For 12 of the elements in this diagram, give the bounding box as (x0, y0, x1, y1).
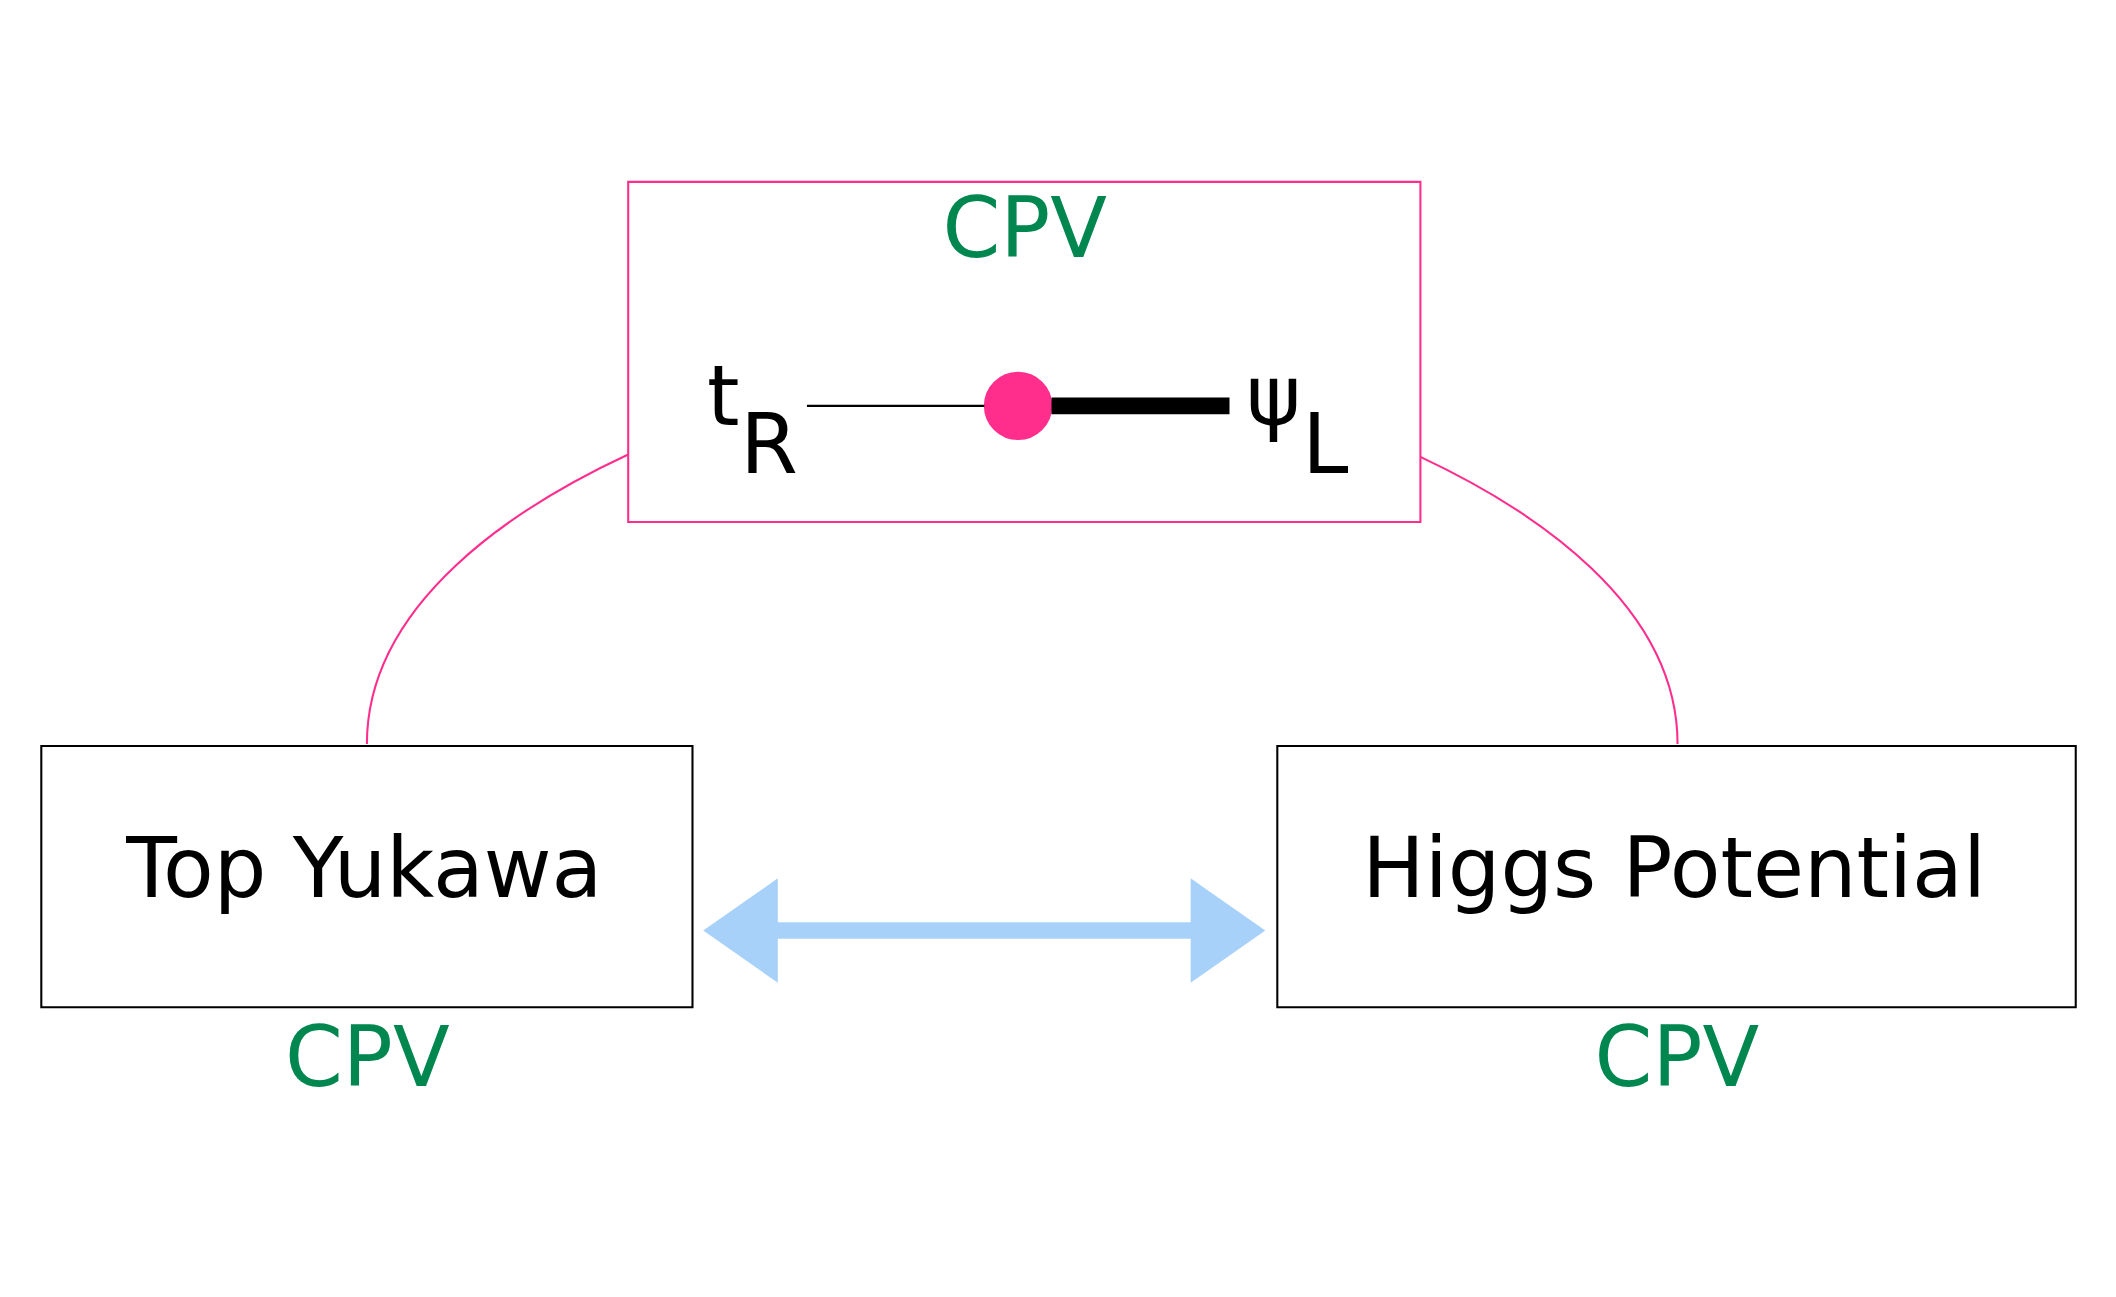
connector (1051, 397, 1230, 415)
node-label: CPV (942, 179, 1108, 277)
connector (1419, 455, 1679, 744)
arrow (703, 878, 1266, 983)
connector (806, 404, 985, 407)
node-label: CPV (1594, 1009, 1760, 1107)
node-label: CPV (284, 1009, 450, 1107)
node-box: Top Yukawa (40, 744, 694, 1009)
connector (365, 453, 629, 744)
node-box: Higgs Potential (1276, 744, 2077, 1009)
cluster (627, 180, 1422, 524)
node-circle (983, 371, 1053, 441)
